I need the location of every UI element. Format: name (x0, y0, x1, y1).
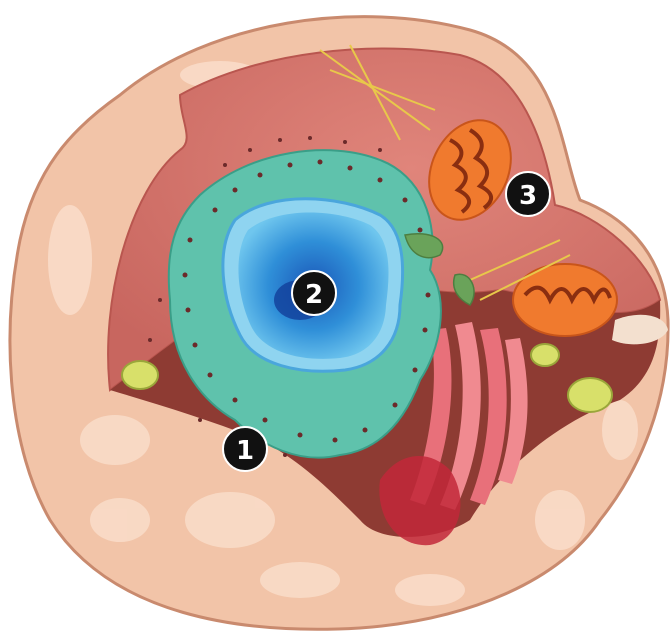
marker-1: 1 (223, 427, 267, 471)
marker-3: 3 (506, 172, 550, 216)
marker-2: 2 (292, 271, 336, 315)
marker-3-label: 3 (519, 181, 537, 211)
marker-1-label: 1 (236, 436, 254, 466)
marker-2-label: 2 (305, 280, 323, 310)
